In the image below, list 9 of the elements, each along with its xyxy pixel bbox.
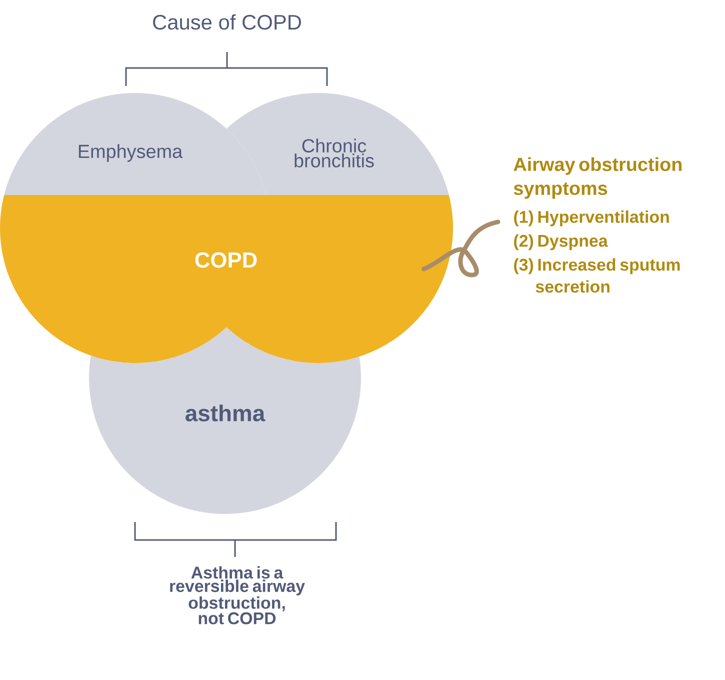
node-label: Chronic bronchitis (294, 138, 374, 168)
node-label: Emphysema (78, 144, 183, 162)
list-item: (3) Increased sputum secretion (514, 258, 680, 293)
heading: Cause of COPD (153, 14, 301, 30)
heading: Airway obstruction symptoms (514, 157, 682, 199)
list-item: (1) Hyperventilation (514, 210, 669, 226)
leader-line (421, 220, 500, 278)
list-item: (2) Dyspnea (514, 234, 608, 250)
note: Asthma is a reversible airway obstruction, not COPD (170, 566, 305, 624)
